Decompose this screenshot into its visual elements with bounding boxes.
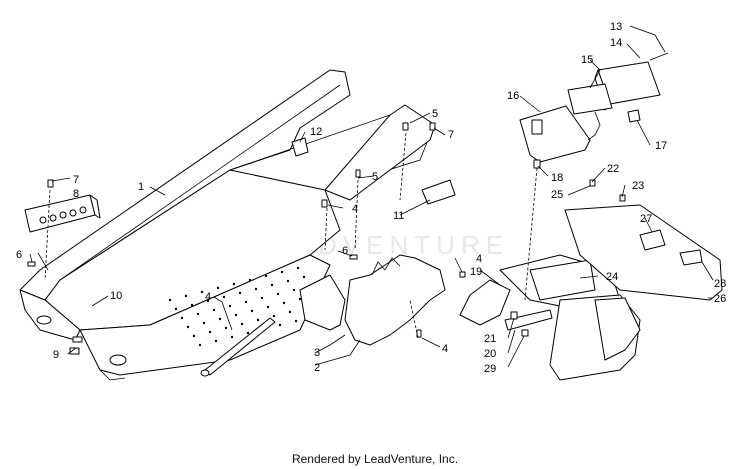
tunnel-hole <box>190 303 194 307</box>
tunnel-hole <box>266 305 270 309</box>
rear-bumper-assembly <box>459 179 723 381</box>
tunnel-hole <box>208 330 212 334</box>
fasteners <box>27 122 466 355</box>
tunnel-hole <box>244 300 248 304</box>
tunnel-hole <box>184 294 188 298</box>
callout-4a: 4 <box>352 203 358 215</box>
tunnel-hole <box>180 316 184 320</box>
tunnel-hole <box>276 292 280 296</box>
callout-1: 1 <box>138 181 144 193</box>
callout-13: 13 <box>610 21 622 33</box>
tunnel-hole <box>270 283 274 287</box>
alignment-lines <box>44 132 538 339</box>
callout-labels: 1 2 3 4 4 4 4 5 5 6 6 7 7 8 9 10 11 12 1… <box>16 21 726 375</box>
callout-26: 26 <box>714 293 726 305</box>
tunnel-hole <box>260 296 264 300</box>
tunnel-hole <box>254 287 258 291</box>
tunnel-hole <box>288 310 292 314</box>
tunnel-hole <box>186 325 190 329</box>
tunnel-hole <box>206 299 210 303</box>
tunnel-hole <box>200 290 204 294</box>
callout-22: 22 <box>607 163 619 175</box>
snow-guard-part <box>299 254 446 346</box>
callout-17: 17 <box>655 140 667 152</box>
taillight-assembly <box>519 52 669 169</box>
footer-credit: Rendered by LeadVenture, Inc. <box>291 452 459 466</box>
tunnel-hole <box>228 304 232 308</box>
callout-12: 12 <box>310 126 322 138</box>
tunnel-hole <box>278 323 282 327</box>
callout-27: 27 <box>640 213 652 225</box>
tunnel-hole <box>174 307 178 311</box>
callout-29: 29 <box>484 363 496 375</box>
callout-5b: 5 <box>372 171 378 183</box>
tunnel-hole <box>224 326 228 330</box>
callout-4b: 4 <box>205 291 211 303</box>
callout-24: 24 <box>606 271 618 283</box>
tunnel-hole <box>230 335 234 339</box>
tunnel-hole <box>234 313 238 317</box>
tunnel-hole <box>214 339 218 343</box>
tunnel-hole <box>294 319 298 323</box>
callout-28: 28 <box>714 278 726 290</box>
tunnel-hole <box>218 317 222 321</box>
callout-9: 9 <box>53 349 59 361</box>
tunnel-hole <box>246 331 250 335</box>
callout-16: 16 <box>507 90 519 102</box>
tunnel-hole <box>192 334 196 338</box>
callout-25: 25 <box>551 189 563 201</box>
callout-7b: 7 <box>448 129 454 141</box>
callout-18: 18 <box>551 172 563 184</box>
stud-rod-part <box>200 317 276 377</box>
tunnel-hole <box>248 278 252 282</box>
callout-4d: 4 <box>476 253 482 265</box>
callout-21: 21 <box>484 333 496 345</box>
tunnel-hole <box>202 321 206 325</box>
tunnel-hole <box>282 301 286 305</box>
tunnel-hole <box>256 318 260 322</box>
flap-part <box>24 194 101 233</box>
tunnel-hole <box>292 288 296 292</box>
tunnel-hole <box>286 279 290 283</box>
pad-11-part <box>421 179 456 205</box>
leader-lines <box>29 25 714 368</box>
tunnel-hole <box>250 309 254 313</box>
tunnel-hole <box>212 308 216 312</box>
callout-6b: 6 <box>342 245 348 257</box>
callout-19: 19 <box>470 266 482 278</box>
callout-4c: 4 <box>442 343 448 355</box>
callout-11: 11 <box>393 210 404 222</box>
callout-6a: 6 <box>16 249 22 261</box>
tunnel-hole <box>222 295 226 299</box>
tunnel-hole <box>264 274 268 278</box>
tunnel-hole <box>232 282 236 286</box>
tunnel-hole <box>296 266 300 270</box>
callout-8: 8 <box>73 188 79 200</box>
callout-15: 15 <box>581 54 593 66</box>
bracket-12-part <box>291 137 309 157</box>
tunnel-hole <box>298 297 302 301</box>
callout-14: 14 <box>610 37 622 49</box>
callout-23: 23 <box>632 180 644 192</box>
callout-10: 10 <box>110 290 122 302</box>
callout-3: 3 <box>314 347 320 359</box>
tunnel-hole <box>272 314 276 318</box>
callout-2: 2 <box>314 362 320 374</box>
callout-7a: 7 <box>73 174 79 186</box>
tunnel-hole <box>240 322 244 326</box>
tunnel-hole <box>198 343 202 347</box>
tunnel-hole <box>302 275 306 279</box>
tunnel-hole <box>238 291 242 295</box>
tunnel-hole <box>196 312 200 316</box>
tunnel-hole <box>216 286 220 290</box>
callout-20: 20 <box>484 348 496 360</box>
tunnel-hole <box>168 298 172 302</box>
tunnel-hole <box>280 270 284 274</box>
callout-5a: 5 <box>432 108 438 120</box>
